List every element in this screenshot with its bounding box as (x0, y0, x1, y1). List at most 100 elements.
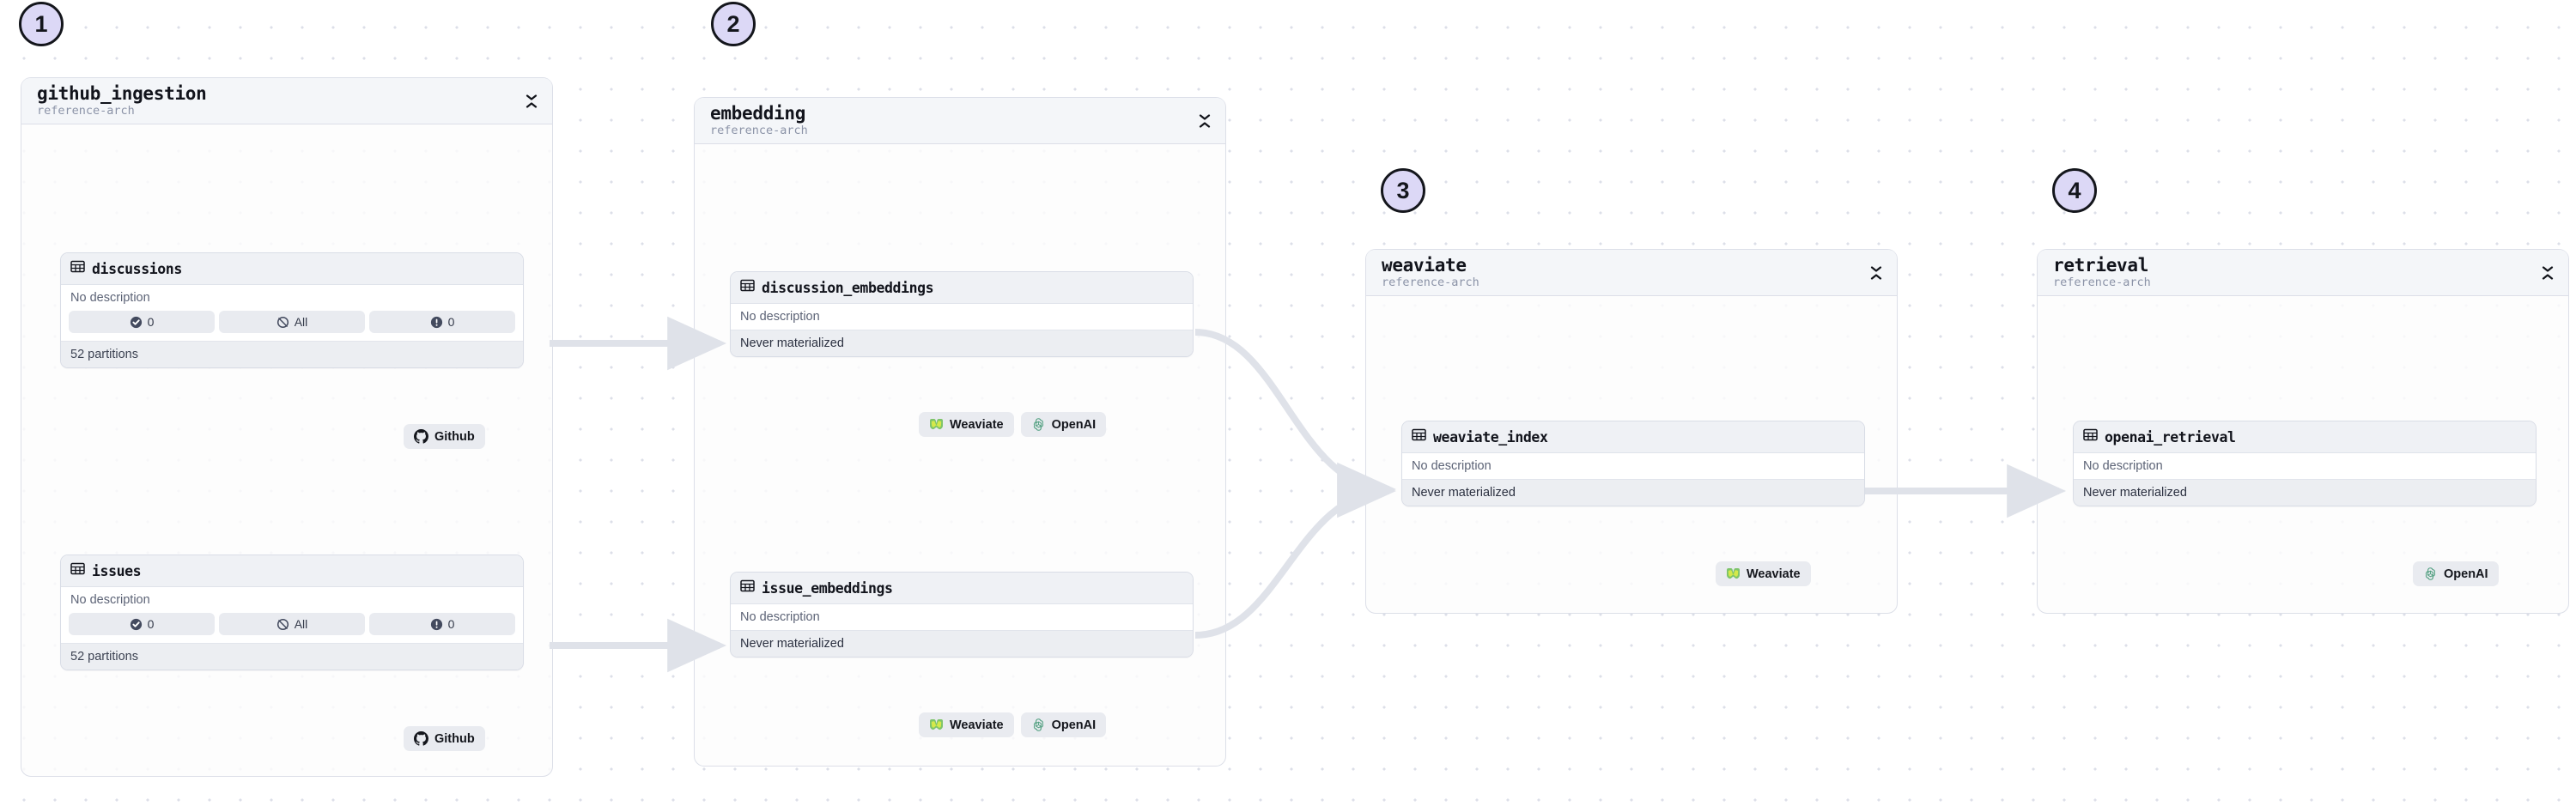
table-icon (740, 278, 755, 297)
group-header-github-ingestion[interactable]: github_ingestion reference-arch (21, 78, 552, 124)
integration-tag-weaviate[interactable]: Weaviate (1716, 561, 1811, 586)
openai-icon (1033, 718, 1043, 731)
stat-value: 0 (147, 617, 155, 631)
tag-row-issue-embeddings: Weaviate OpenAI (919, 712, 1107, 737)
tag-row-openai-retrieval: OpenAI (2413, 561, 2499, 586)
asset-node-openai-retrieval[interactable]: openai_retrieval No description Never ma… (2073, 421, 2537, 506)
stat-schedule[interactable]: All (219, 613, 365, 635)
asset-header: discussion_embeddings (731, 272, 1193, 304)
group-subtitle: reference-arch (710, 124, 808, 138)
group-title: retrieval (2053, 255, 2149, 276)
integration-tag-openai[interactable]: OpenAI (2413, 561, 2499, 586)
tag-label: OpenAI (2444, 567, 2488, 581)
weaviate-icon (929, 418, 944, 431)
asset-header: discussions (61, 253, 523, 285)
step-badge-4: 4 (2052, 168, 2097, 213)
asset-node-weaviate-index[interactable]: weaviate_index No description Never mate… (1401, 421, 1865, 506)
table-icon (1412, 427, 1426, 446)
alert-circle-icon (430, 316, 442, 328)
asset-header: openai_retrieval (2074, 421, 2536, 453)
collapse-chevrons-icon[interactable] (1869, 264, 1883, 282)
integration-tag-github[interactable]: Github (404, 726, 485, 751)
group-subtitle: reference-arch (2053, 276, 2151, 290)
asset-description: No description (61, 587, 523, 613)
stat-value: 0 (147, 315, 155, 329)
asset-status: Never materialized (2074, 479, 2536, 506)
tag-label: Weaviate (1747, 567, 1801, 581)
group-header-retrieval[interactable]: retrieval reference-arch (2038, 250, 2568, 296)
step-badge-3: 3 (1381, 168, 1425, 213)
asset-node-issues[interactable]: issues No description 0 All 0 52 partiti… (60, 555, 524, 670)
asset-name: discussion_embeddings (762, 279, 934, 296)
group-header-weaviate[interactable]: weaviate reference-arch (1366, 250, 1897, 296)
weaviate-icon (929, 718, 944, 731)
check-circle-icon (130, 316, 142, 328)
asset-status: Never materialized (731, 630, 1193, 657)
asset-name: issue_embeddings (762, 579, 893, 597)
stat-value: All (294, 315, 308, 329)
integration-tag-weaviate[interactable]: Weaviate (919, 712, 1014, 737)
asset-stats-row: 0 All 0 (61, 613, 523, 643)
asset-description: No description (2074, 453, 2536, 479)
openai-icon (2425, 567, 2436, 580)
asset-status: Never materialized (1402, 479, 1864, 506)
integration-tag-weaviate[interactable]: Weaviate (919, 412, 1014, 437)
asset-header: issues (61, 555, 523, 587)
collapse-chevrons-icon[interactable] (525, 93, 538, 110)
integration-tag-openai[interactable]: OpenAI (1020, 712, 1107, 737)
stat-value: 0 (447, 617, 455, 631)
stat-failures[interactable]: 0 (369, 613, 515, 635)
asset-name: weaviate_index (1433, 428, 1548, 445)
weaviate-icon (1726, 567, 1741, 580)
step-badge-2: 2 (711, 2, 756, 46)
table-icon (70, 259, 85, 278)
group-header-embedding[interactable]: embedding reference-arch (695, 98, 1225, 144)
table-icon (2083, 427, 2098, 446)
integration-tag-github[interactable]: Github (404, 424, 485, 449)
collapse-chevrons-icon[interactable] (2541, 264, 2555, 282)
group-title: weaviate (1382, 255, 1467, 276)
github-icon (414, 731, 428, 746)
group-title: github_ingestion (37, 83, 207, 105)
tag-label: Github (434, 731, 475, 746)
asset-node-discussion-embeddings[interactable]: discussion_embeddings No description Nev… (730, 271, 1194, 357)
tag-label: Weaviate (950, 417, 1004, 432)
asset-node-discussions[interactable]: discussions No description 0 All 0 52 pa… (60, 252, 524, 368)
tag-row-discussions: Github (404, 424, 485, 449)
asset-description: No description (61, 285, 523, 311)
group-title: embedding (710, 103, 806, 124)
tag-label: Github (434, 429, 475, 444)
tag-label: Weaviate (950, 718, 1004, 732)
asset-status: Never materialized (731, 330, 1193, 356)
asset-name: openai_retrieval (2105, 428, 2236, 445)
asset-stats-row: 0 All 0 (61, 311, 523, 341)
group-subtitle: reference-arch (37, 104, 135, 118)
stat-failures[interactable]: 0 (369, 311, 515, 333)
asset-description: No description (1402, 453, 1864, 479)
tag-label: OpenAI (1051, 417, 1097, 432)
stat-value: 0 (447, 315, 455, 329)
asset-partitions: 52 partitions (61, 341, 523, 367)
no-schedule-icon (276, 618, 289, 630)
stat-materializations[interactable]: 0 (69, 613, 215, 635)
asset-header: weaviate_index (1402, 421, 1864, 453)
group-subtitle: reference-arch (1382, 276, 1479, 290)
asset-description: No description (731, 304, 1193, 330)
tag-label: OpenAI (1051, 718, 1097, 732)
openai-icon (1033, 418, 1043, 431)
tag-row-weaviate-index: Weaviate (1716, 561, 1811, 586)
integration-tag-openai[interactable]: OpenAI (1020, 412, 1107, 437)
collapse-chevrons-icon[interactable] (1198, 112, 1212, 130)
step-badge-1: 1 (19, 2, 64, 46)
stat-schedule[interactable]: All (219, 311, 365, 333)
asset-node-issue-embeddings[interactable]: issue_embeddings No description Never ma… (730, 572, 1194, 658)
asset-partitions: 52 partitions (61, 643, 523, 670)
tag-row-discussion-embeddings: Weaviate OpenAI (919, 412, 1107, 437)
asset-name: issues (92, 562, 142, 579)
tag-row-issues: Github (404, 726, 485, 751)
alert-circle-icon (430, 618, 442, 630)
stat-materializations[interactable]: 0 (69, 311, 215, 333)
github-icon (414, 429, 428, 444)
check-circle-icon (130, 618, 142, 630)
